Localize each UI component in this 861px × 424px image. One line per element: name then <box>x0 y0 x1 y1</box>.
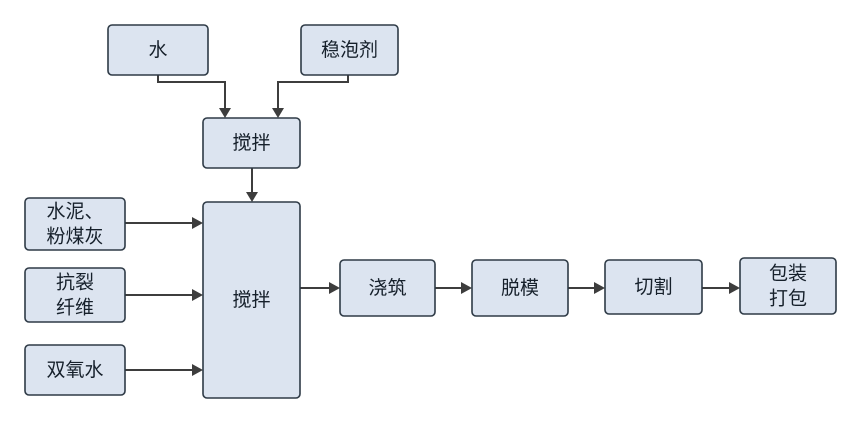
connector-cement-to-mix-main <box>125 217 203 229</box>
node-water[interactable]: 水 <box>107 24 209 76</box>
nodes-layer: 水稳泡剂搅拌水泥、粉煤灰抗裂纤维双氧水搅拌浇筑脱模切割包装打包 <box>24 24 837 399</box>
node-cement-flyash-label: 水泥、粉煤灰 <box>46 200 103 247</box>
connector-peroxide-to-mix-main-arrowhead <box>192 364 203 376</box>
connector-demoulding-to-cutting <box>568 282 605 294</box>
node-mix-main[interactable]: 搅拌 <box>202 201 301 399</box>
node-mix-main-label: 搅拌 <box>232 289 270 311</box>
node-cement-flyash-box[interactable] <box>24 197 126 251</box>
connector-water-to-mix-first-line <box>157 75 226 112</box>
connector-mix-main-to-pouring-arrowhead <box>329 282 340 294</box>
node-hydrogen-peroxide-label: 双氧水 <box>46 359 103 381</box>
node-foam-stabilizer-label: 稳泡剂 <box>321 39 378 61</box>
node-water-box[interactable] <box>107 24 209 76</box>
connector-stabilizer-to-mix-first-line <box>277 75 349 112</box>
node-pouring[interactable]: 浇筑 <box>339 259 436 317</box>
node-mix-main-box[interactable] <box>202 201 301 399</box>
node-hydrogen-peroxide-box[interactable] <box>24 344 126 396</box>
connector-water-to-mix-first-arrowhead <box>219 108 231 118</box>
node-pouring-box[interactable] <box>339 259 436 317</box>
node-cutting-box[interactable] <box>604 259 703 315</box>
connector-pouring-to-demoulding <box>435 282 472 294</box>
node-water-label: 水 <box>148 39 167 61</box>
node-cement-flyash[interactable]: 水泥、粉煤灰 <box>24 197 126 251</box>
node-anti-crack-fiber-box[interactable] <box>24 267 126 323</box>
node-cutting[interactable]: 切割 <box>604 259 703 315</box>
connector-cutting-to-packing-arrowhead <box>729 282 740 294</box>
node-foam-stabilizer[interactable]: 稳泡剂 <box>300 24 399 76</box>
node-demoulding-label: 脱模 <box>501 277 539 299</box>
node-demoulding[interactable]: 脱模 <box>471 259 569 317</box>
node-packing[interactable]: 包装打包 <box>739 257 837 315</box>
connector-cement-to-mix-main-arrowhead <box>192 217 203 229</box>
connector-water-to-mix-first <box>157 75 231 118</box>
node-packing-label: 包装打包 <box>769 262 807 309</box>
connector-pouring-to-demoulding-arrowhead <box>461 282 472 294</box>
connector-mix-first-to-mix-main-arrowhead <box>246 192 258 202</box>
node-mix-first-label: 搅拌 <box>232 132 270 154</box>
connector-demoulding-to-cutting-arrowhead <box>594 282 605 294</box>
node-packing-box[interactable] <box>739 257 837 315</box>
node-mix-first-box[interactable] <box>202 117 301 169</box>
node-foam-stabilizer-box[interactable] <box>300 24 399 76</box>
node-demoulding-box[interactable] <box>471 259 569 317</box>
node-hydrogen-peroxide[interactable]: 双氧水 <box>24 344 126 396</box>
connector-mix-first-to-mix-main <box>246 168 258 202</box>
node-anti-crack-fiber-label: 抗裂纤维 <box>56 271 94 318</box>
node-cutting-label: 切割 <box>634 276 672 298</box>
connector-stabilizer-to-mix-first-arrowhead <box>272 108 284 118</box>
node-mix-first[interactable]: 搅拌 <box>202 117 301 169</box>
connector-cutting-to-packing <box>702 282 740 294</box>
connector-peroxide-to-mix-main <box>125 364 203 376</box>
connector-fiber-to-mix-main <box>125 289 203 301</box>
connector-stabilizer-to-mix-first <box>272 75 349 118</box>
node-pouring-label: 浇筑 <box>368 277 406 299</box>
connector-fiber-to-mix-main-arrowhead <box>192 289 203 301</box>
connectors-layer <box>125 75 740 376</box>
connector-mix-main-to-pouring <box>300 282 340 294</box>
node-anti-crack-fiber[interactable]: 抗裂纤维 <box>24 267 126 323</box>
